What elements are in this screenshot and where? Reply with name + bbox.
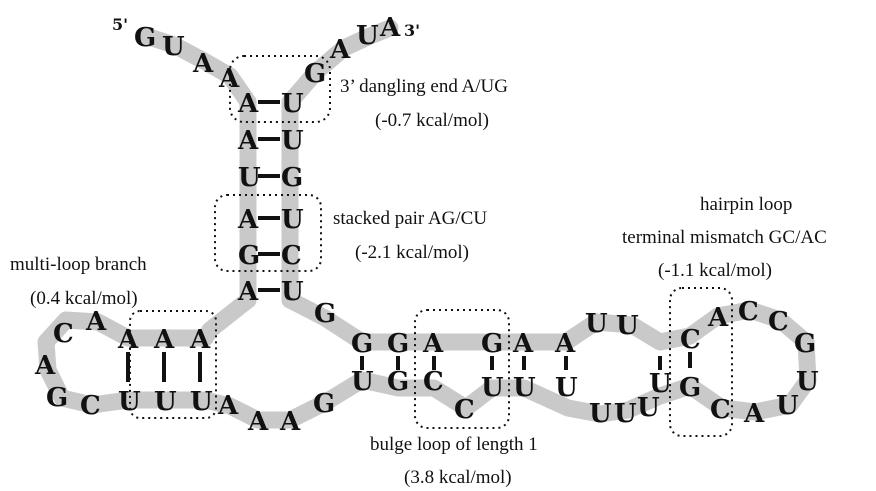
nucleotide: G: [314, 299, 336, 329]
stacked-pair-energy: (-2.1 kcal/mol): [355, 242, 469, 263]
nucleotides: 5' G U A A G A U A 3' A A U A G A U U G …: [34, 13, 819, 437]
nucleotide: A: [422, 329, 444, 359]
nucleotide: U: [281, 277, 304, 307]
box-dangling-end: [229, 55, 331, 123]
nucleotide: A: [237, 89, 259, 119]
backbone-five-tail: [137, 27, 257, 111]
nucleotide: G: [304, 59, 326, 89]
nucleotide: C: [738, 297, 759, 327]
nucleotide: U: [154, 387, 177, 417]
nucleotide: A: [192, 49, 214, 79]
nucleotide: C: [710, 395, 731, 425]
nucleotide: C: [53, 319, 74, 349]
nucleotide: C: [680, 325, 701, 355]
annotation-boxes: [129, 55, 733, 437]
nucleotide: U: [356, 21, 379, 51]
nucleotide: A: [247, 407, 269, 437]
nucleotide: G: [387, 367, 409, 397]
stacked-pair-label: stacked pair AG/CU: [333, 208, 487, 229]
nucleotide: U: [776, 391, 799, 421]
dangling-end-energy: (-0.7 kcal/mol): [375, 110, 489, 131]
hairpin-loop-energy: (-1.1 kcal/mol): [658, 260, 772, 281]
nucleotide: A: [217, 391, 239, 421]
multiloop-branch-label: multi-loop branch: [10, 254, 147, 275]
nucleotide: A: [237, 205, 259, 235]
backbone-three-tail: [281, 19, 399, 111]
nucleotide: U: [481, 373, 504, 403]
hairpin-mismatch-label: terminal mismatch GC/AC: [622, 227, 827, 248]
nucleotide: U: [238, 163, 261, 193]
nucleotide: A: [554, 329, 576, 359]
bulge-loop-label: bulge loop of length 1: [370, 434, 538, 455]
nucleotide: C: [423, 367, 444, 397]
nucleotide: U: [162, 32, 185, 62]
energy-annotations: 3’ dangling end A/UG (-0.7 kcal/mol) sta…: [10, 76, 827, 488]
nucleotide: G: [481, 329, 503, 359]
hairpin-loop-label: hairpin loop: [700, 194, 792, 215]
base-pair-bonds: [126, 100, 692, 382]
nucleotide: U: [281, 205, 304, 235]
dangling-end-label: 3’ dangling end A/UG: [340, 76, 508, 97]
nucleotide: U: [190, 387, 213, 417]
nucleotide: G: [313, 389, 335, 419]
backbone-right-top: [353, 307, 727, 351]
nucleotide: C: [281, 241, 302, 271]
nucleotide: U: [555, 373, 578, 403]
nucleotide: A: [743, 399, 765, 429]
nucleotide: A: [117, 325, 139, 355]
nucleotide: U: [513, 373, 536, 403]
nucleotide: G: [238, 241, 260, 271]
nucleotide: A: [237, 277, 259, 307]
box-bulge-loop: [414, 309, 510, 429]
backbone-right-bottom: [353, 371, 699, 423]
backbone-left-hairpin: [37, 311, 214, 414]
nucleotide: A: [153, 325, 175, 355]
box-stacked-pair: [214, 194, 322, 272]
nucleotide: C: [768, 307, 789, 337]
nucleotide: G: [134, 23, 156, 53]
nucleotide: A: [218, 64, 240, 94]
nucleotide: G: [281, 163, 303, 193]
nucleotide: A: [237, 126, 259, 156]
nucleotide: A: [189, 325, 211, 355]
nucleotide: U: [281, 126, 304, 156]
nucleotide: A: [34, 351, 56, 381]
nucleotide: G: [46, 383, 68, 413]
backbone: [37, 19, 817, 429]
backbone-hairpin-loop: [681, 301, 817, 421]
box-multiloop-branch: [129, 310, 217, 419]
nucleotide: A: [329, 35, 351, 65]
nucleotide: A: [279, 407, 301, 437]
nucleotide: G: [387, 329, 409, 359]
nucleotide: A: [85, 307, 107, 337]
nucleotide: U: [637, 393, 660, 423]
three-prime-label: 3': [404, 21, 420, 40]
nucleotide: U: [351, 367, 374, 397]
multiloop-branch-energy: (0.4 kcal/mol): [30, 288, 138, 309]
nucleotide: U: [281, 89, 304, 119]
nucleotide: A: [379, 13, 401, 43]
nucleotide: U: [614, 399, 637, 429]
nucleotide: G: [794, 329, 816, 359]
nucleotide: U: [649, 369, 672, 399]
nucleotide: G: [679, 373, 701, 403]
nucleotide: G: [351, 329, 373, 359]
nucleotide: U: [616, 311, 639, 341]
nucleotide-bulge: C: [454, 395, 475, 425]
backbone-multiloop-right: [281, 291, 371, 351]
nucleotide: U: [118, 387, 141, 417]
nucleotide: U: [796, 367, 819, 397]
nucleotide: U: [589, 399, 612, 429]
nucleotide: U: [585, 309, 608, 339]
backbone-multiloop-bottom: [196, 371, 371, 429]
five-prime-label: 5': [112, 15, 128, 34]
box-hairpin-terminal-mismatch: [669, 287, 733, 437]
nucleotide: A: [512, 329, 534, 359]
nucleotide: A: [707, 303, 729, 333]
nucleotide: C: [80, 391, 101, 421]
bulge-loop-energy: (3.8 kcal/mol): [404, 467, 512, 488]
